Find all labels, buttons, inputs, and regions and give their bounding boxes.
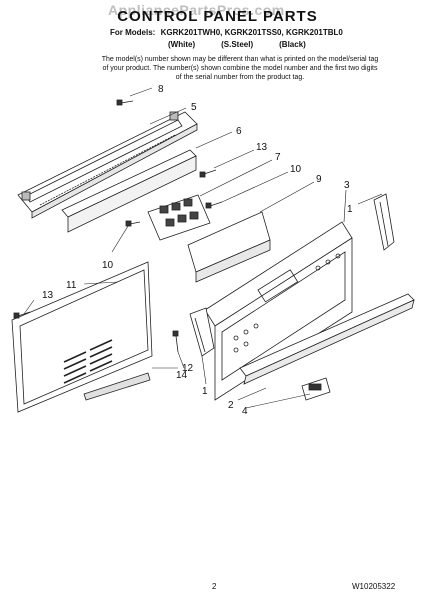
part-12-bottom-strip — [83, 372, 151, 401]
variant-black: (Black) — [279, 40, 306, 49]
models-label: For Models: — [110, 28, 156, 37]
part-3-console-panel — [204, 221, 353, 401]
callout-13: 13 — [256, 142, 268, 153]
part-5-rear-panel — [17, 111, 198, 219]
page-number: 2 — [212, 582, 217, 591]
callout-1-bottom: 1 — [202, 386, 208, 397]
callout-12: 12 — [182, 363, 194, 374]
part-1-end-cap-right — [373, 193, 395, 251]
part-9-bracket — [187, 211, 271, 283]
callout-3: 3 — [344, 180, 350, 191]
callout-10: 10 — [290, 164, 302, 175]
part-7-control-board — [147, 194, 211, 241]
variant-white: (White) — [168, 40, 196, 49]
callout-9: 9 — [316, 174, 322, 185]
part-14-screw — [172, 330, 179, 353]
callout-10-left: 10 — [102, 260, 114, 271]
part-10-screw-right — [205, 201, 223, 209]
callout-7: 7 — [275, 152, 281, 163]
page-title: CONTROL PANEL PARTS — [117, 8, 318, 25]
watermark: AppliancePartsPros.com — [108, 2, 285, 18]
part-10-screw-left — [125, 220, 141, 227]
part-4-knob — [301, 377, 331, 401]
model-variants: (White) (S.Steel) (Black) — [168, 40, 306, 49]
model-list: For Models: KGRK201TWH0, KGRK201TSS0, KG… — [110, 28, 343, 37]
callout-11: 11 — [66, 280, 77, 291]
callout-5: 5 — [191, 102, 197, 113]
callout-14: 14 — [176, 370, 188, 381]
model-note: The model(s) number shown may be differe… — [101, 56, 379, 81]
part-1-end-cap-left — [189, 307, 215, 357]
document-number: W10205322 — [352, 582, 396, 591]
callout-13-left: 13 — [42, 290, 54, 301]
part-8-screw — [116, 99, 134, 106]
variant-steel: (S.Steel) — [221, 40, 254, 49]
callout-2: 2 — [228, 400, 234, 411]
callout-8: 8 — [158, 84, 164, 95]
part-13-screw-upper — [199, 169, 217, 178]
models-numbers: KGRK201TWH0, KGRK201TSS0, KGRK201TBL0 — [160, 28, 343, 37]
callout-6: 6 — [236, 126, 242, 137]
part-6-bracket — [61, 149, 197, 233]
part-11-main-panel — [11, 261, 153, 413]
callout-4: 4 — [242, 406, 248, 417]
callout-1-top: 1 — [347, 204, 353, 215]
part-2-handle — [239, 293, 415, 385]
